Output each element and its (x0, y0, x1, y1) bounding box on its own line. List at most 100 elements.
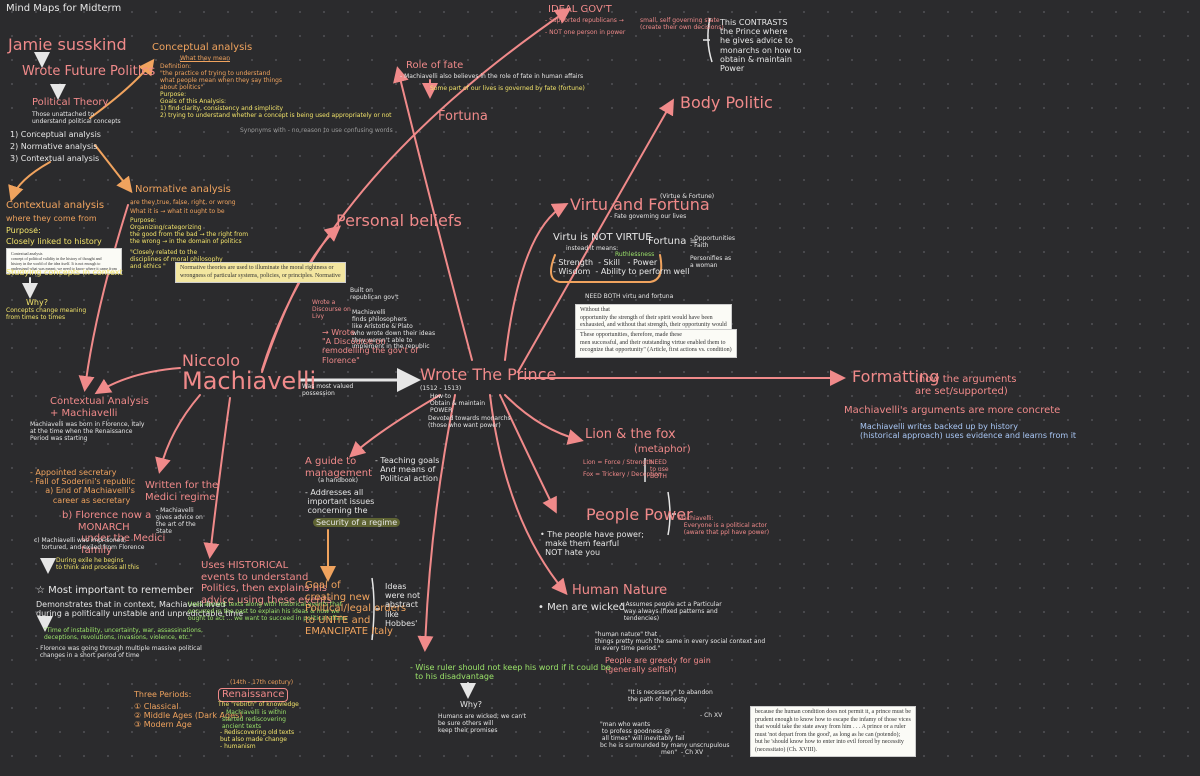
man-who-wants: "man who wants to profess goodness @ all… (600, 721, 730, 756)
renaissance-desc: - Machiavelli is within started rediscov… (222, 709, 287, 730)
item-conceptual: 1) Conceptual analysis (10, 130, 101, 139)
conceptual-definition: Definition: "the practice of trying to u… (160, 63, 283, 91)
hobbes-contrast: Ideas were not abstract like Hobbes' (385, 582, 421, 628)
fortuna-list: - Opportunities - Faith (690, 235, 736, 249)
conceptual-purpose: Purpose: Goals of this Analysis: 1) find… (160, 91, 392, 119)
political-theory-title: Political Theory (32, 97, 109, 108)
formatting-title: Formatting (852, 367, 940, 386)
fortuna-woman: Personifies as a woman (690, 255, 732, 269)
humans-wicked: Humans are wicked; we can't be sure othe… (438, 713, 527, 734)
imprisoned-note: c) Machiavelli was imprisoned, tortured,… (34, 537, 145, 551)
security-regime: Security of a regime (313, 518, 401, 528)
contextual-line-1: where they come from (6, 214, 97, 223)
most-important-star: ☆ Most important to remember (36, 585, 194, 596)
item-normative: 2) Normative analysis (10, 142, 98, 151)
body-politic: Body Politic (680, 93, 773, 112)
guide-sub: (a handbook) (318, 477, 358, 484)
historical-title: Uses HISTORICAL events to understand Pol… (201, 560, 332, 606)
people-power-desc: • The people have power; make them fearf… (540, 530, 644, 558)
greedy-for-gain: People are greedy for gain (generally se… (605, 656, 711, 675)
three-periods-title: Three Periods: (134, 690, 192, 699)
renaissance-dates: (14th - 17th century) (230, 679, 294, 686)
goal-unite-italy: Goal of creating new Political/legal ord… (305, 580, 407, 637)
normative-analysis-title: Normative analysis (135, 184, 231, 195)
lion-force: Lion = Force / Strength (583, 459, 653, 466)
virtu-tag: (Virtue & Fortune) (660, 193, 715, 200)
why-label: Why? (26, 298, 48, 307)
exile-note: During exile he begins to think and proc… (56, 557, 139, 571)
historical-desc: Uses ancient texts along with historical… (188, 601, 348, 622)
demonstrates-note: Demonstrates that in context, Machiavell… (36, 600, 244, 619)
normative-excerpt: Normative theories are used to illuminat… (175, 262, 346, 283)
personal-beliefs: Personal beliefs (336, 211, 462, 230)
contextual-machiavelli-title: Contextual Analysis + Machiavelli (50, 396, 149, 419)
renaissance-desc-2: - Rediscovering old texts but also made … (220, 729, 295, 750)
assumes-patterns: • Assumes people act a Particular way al… (620, 601, 722, 622)
people-power-title: People Power (586, 505, 693, 524)
why-answer: Concepts change meaning from times to ti… (6, 307, 87, 321)
three-periods-list: ① Classical ② Middle Ages (Dark Ages) ③ … (134, 702, 243, 730)
ideal-govt-title: IDEAL GOV'T (548, 4, 612, 15)
normative-line-1: are they true, false, right, or wrong (130, 199, 236, 206)
item-contextual: 3) Contextual analysis (10, 154, 100, 163)
normative-quote: "Closely related to the disciplines of m… (130, 249, 223, 270)
lion-fox-title: Lion & the fox (585, 427, 676, 442)
medici-desc: - Machiavelli gives advice on the art of… (156, 507, 203, 535)
formatting-sub: (how the arguments are set/supported) (915, 374, 1017, 397)
fate-line-1: - Machiavelli also believes in the role … (400, 73, 584, 80)
addresses-issues: - Addresses all important issues concern… (305, 488, 375, 516)
necessary-cite: - Ch XV (700, 712, 723, 719)
virtu-instead: instead it means: (566, 245, 619, 252)
fate-line-2: Some part of our lives is governed by fa… (430, 85, 585, 92)
wise-ruler: - Wise ruler should not keep his word if… (410, 663, 611, 682)
prince-excerpt: because the human condition does not per… (750, 706, 916, 757)
contextual-excerpt: Contextual analysis concept of political… (6, 248, 122, 274)
florence-changes: - Florence was going through multiple ma… (36, 645, 202, 659)
fox-trickery: Fox = Trickery / Deception (583, 471, 662, 478)
career-list: - Appointed secretary - Fall of Soderini… (30, 468, 136, 505)
contextual-studying: Studying concepts in context (6, 268, 123, 277)
virtu-ruthlessness: Ruthlessness (615, 251, 655, 258)
arguments-concrete: Machiavelli's arguments are more concret… (844, 405, 1061, 416)
book-title: Wrote Future Politics (22, 64, 156, 79)
virtu-excerpt-2: These opportunities, therefore, made the… (575, 329, 737, 358)
human-nature-quote: "human nature" that things pretty much t… (595, 631, 766, 652)
lion-fox-metaphor: (metaphor) (634, 444, 691, 455)
ideal-republicans: - Supported republicans → (545, 17, 624, 24)
instability-quote: "Time of instability, uncertainty, war, … (44, 627, 203, 641)
virtu-list: - Strength - Skill - Power - Wisdom - Ab… (553, 258, 690, 277)
wrote-the-prince: Wrote The Prince (420, 365, 557, 384)
normative-line-2: What it is → what it ought to be (130, 208, 225, 215)
machiavelli-title: Machiavelli (182, 367, 317, 395)
men-are-wicked: • Men are wicked (538, 602, 626, 613)
conceptual-sub: What they mean (180, 55, 230, 62)
conceptual-note: Synonyms with - no reason to use confusi… (240, 127, 393, 134)
role-of-fate-title: Role of fate (406, 60, 464, 71)
normative-purpose: Purpose: Organizing/categorizing the goo… (130, 217, 249, 245)
need-both: NEED BOTH virtu and fortuna (585, 293, 674, 300)
conceptual-analysis-title: Conceptual analysis (152, 42, 253, 53)
author-name: Jamie susskind (8, 35, 127, 54)
florence-monarch: b) Florence now a MONARCH under the Medi… (62, 510, 166, 556)
contextual-purpose: Purpose: (6, 226, 41, 235)
republican-note: Built on republican gov't (350, 287, 399, 301)
need-both-lion-fox: NEED to use BOTH (650, 459, 669, 480)
ideal-small-state: small, self governing state (create thei… (640, 17, 724, 31)
virtu-not-virtue: Virtu is NOT VIRTUE (553, 232, 652, 243)
discourse-florence: → Wrote "A Discourse on remodelling the … (322, 328, 419, 365)
medici-regime-title: Written for the Medici regime (145, 480, 219, 503)
virtu-fate: - Fate governing our lives (610, 213, 687, 220)
philosophers-note: Machiavelli finds philosophers like Aris… (352, 309, 436, 351)
human-nature-title: Human Nature (572, 583, 668, 598)
renaissance-sub: The "rebirth" of knowledge (218, 701, 299, 708)
contextual-analysis-title: Contextual analysis (6, 200, 105, 211)
teaching-goals: - Teaching goals And means of Political … (375, 456, 440, 484)
historical-approach: Machiavelli writes backed up by history … (860, 422, 1077, 441)
guide-to-management: A guide to management (305, 456, 372, 479)
discourse-on-livy: Wrote a Discourse on Livy (312, 299, 351, 320)
prince-dates: (1512 - 1513) (420, 385, 462, 392)
contextual-machiavelli-bio: Machiavelli was born in Florence, Italy … (30, 421, 145, 442)
virtu-fortuna-title: Virtu and Fortuna (570, 195, 710, 214)
page-title: Mind Maps for Midterm (6, 3, 122, 14)
